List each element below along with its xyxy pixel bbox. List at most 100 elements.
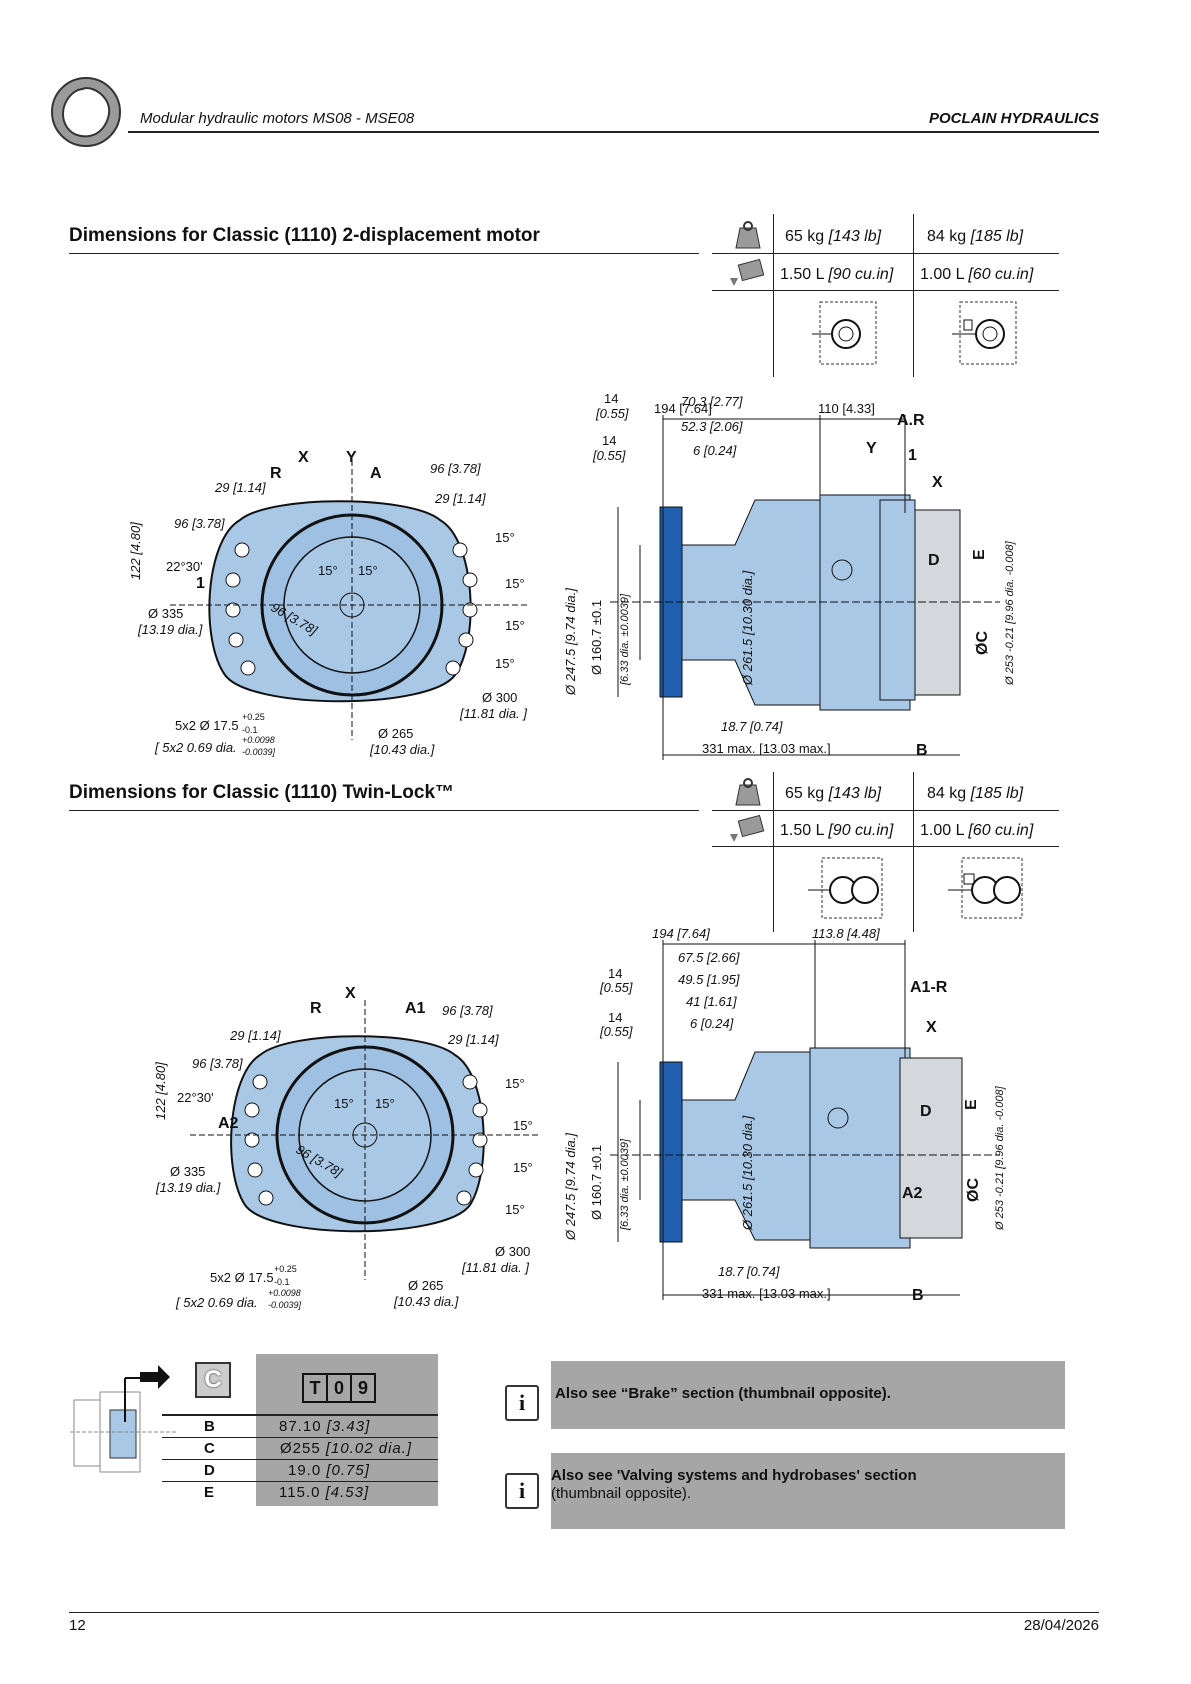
spec-table: 65 kg [143 lb] 84 kg [185 lb] 1.50 L [90… [712, 214, 1059, 377]
dim-15a: 15° [334, 1096, 354, 1111]
dim-15d: 15° [513, 1118, 533, 1133]
code-digit: 9 [352, 1373, 376, 1403]
page-number: 12 [69, 1617, 86, 1634]
dim-14b: 14 [602, 433, 616, 448]
port-a1: A1 [405, 1000, 426, 1017]
weight-icon [730, 777, 766, 812]
dim-15e: 15° [513, 1160, 533, 1175]
brand-logo [50, 76, 122, 148]
dim-e: E [963, 1099, 980, 1110]
bolt-tol-plus: +0.25 [274, 1264, 297, 1274]
dim-335i: [13.19 dia.] [155, 1180, 221, 1195]
section-title: Dimensions for Classic (1110) 2-displace… [69, 225, 540, 246]
dim-bolt-i: [ 5x2 0.69 dia. [175, 1295, 258, 1310]
dim-96top: 96 [3.78] [430, 461, 481, 476]
dim-160: Ø 160.7 ±0.1 [589, 1145, 604, 1220]
port-x: X [345, 985, 356, 1002]
code-digit: T [302, 1373, 328, 1403]
dim-b: B [916, 742, 928, 759]
dim-160i: [6.33 dia. ±0.0039] [619, 593, 631, 686]
dim-angle: 22°30' [177, 1090, 214, 1105]
hydraulic-symbol-1 [812, 298, 882, 375]
dim-67: 67.5 [2.66] [678, 950, 740, 965]
dim-331: 331 max. [13.03 max.] [702, 1286, 831, 1301]
weight-1: 65 kg [143 lb] [785, 785, 882, 802]
table-row-key: E [204, 1484, 215, 1501]
dim-6: 6 [0.24] [693, 443, 737, 458]
info-icon[interactable]: i [505, 1385, 539, 1421]
oil-volume-icon [726, 814, 766, 849]
table-row-value: 19.0 [0.75] [288, 1462, 370, 1479]
dim-335: Ø 335 [170, 1164, 205, 1179]
bolt-tol-minus: -0.1 [274, 1277, 290, 1287]
dim-331: 331 max. [13.03 max.] [702, 741, 831, 756]
dim-110: 110 [4.33] [818, 401, 875, 416]
dim-265i: [10.43 dia.] [393, 1294, 459, 1309]
dim-187: 18.7 [0.74] [721, 719, 783, 734]
arrow-icon [140, 1362, 170, 1397]
dim-300: Ø 300 [482, 690, 517, 705]
footer-date: 28/04/2026 [1023, 1617, 1099, 1634]
info-note-brake: Also see “Brake” section (thumbnail oppo… [551, 1361, 1065, 1429]
doc-title: Modular hydraulic motors MS08 - MSE08 [140, 110, 415, 127]
dim-29b: 29 [1.14] [434, 491, 486, 506]
volume-1: 1.50 L [90 cu.in] [780, 266, 894, 283]
dim-70: 70.3 [2.77] [681, 394, 743, 409]
brand-name: POCLAIN HYDRAULICS [928, 110, 1099, 127]
info-note-extra: (thumbnail opposite). [551, 1485, 692, 1502]
dim-14bi: [0.55] [592, 448, 626, 463]
code-letter-box: C [195, 1362, 231, 1398]
port-1-side: 1 [908, 447, 917, 464]
port-r: R [310, 1000, 322, 1017]
bolt-i-minus: -0.0039] [268, 1300, 302, 1310]
side-view-2disp: 194 [7.64] 110 [4.33] 14 [0.55] 70.3 [2.… [563, 391, 1016, 760]
dim-113: 113.8 [4.48] [812, 926, 880, 941]
weight-2: 84 kg [185 lb] [927, 228, 1024, 245]
table-row-key: C [204, 1440, 215, 1457]
twinlock-symbol-2 [948, 854, 1028, 931]
dim-261: Ø 261.5 [10.30 dia.] [740, 570, 755, 686]
table-row-key: D [204, 1462, 215, 1479]
dim-e: E [971, 549, 988, 560]
dim-247: Ø 247.5 [9.74 dia.] [563, 1133, 578, 1241]
info-note-text: Also see “Brake” section (thumbnail oppo… [555, 1385, 891, 1402]
dim-253: Ø 253 -0.21 [9.96 dia. -0.008] [1004, 540, 1016, 686]
port-a: A [370, 465, 382, 482]
dim-247: Ø 247.5 [9.74 dia.] [563, 588, 578, 696]
dim-29b: 29 [1.14] [447, 1032, 499, 1047]
dim-15c: 15° [505, 1076, 525, 1091]
dim-300i: [11.81 dia. ] [459, 706, 527, 721]
bolt-i-minus: -0.0039] [242, 747, 276, 757]
volume-2: 1.00 L [60 cu.in] [920, 266, 1034, 283]
dim-122: 122 [4.80] [128, 522, 143, 580]
dim-253: Ø 253 -0.21 [9.96 dia. -0.008] [994, 1085, 1006, 1231]
info-icon[interactable]: i [505, 1473, 539, 1509]
port-a2: A2 [218, 1115, 239, 1132]
dim-187: 18.7 [0.74] [718, 1264, 780, 1279]
dim-15c: 15° [495, 530, 515, 545]
bolt-i-plus: +0.0098 [268, 1288, 301, 1298]
bolt-tol-minus: -0.1 [242, 725, 258, 735]
header-rule [128, 131, 1099, 133]
footer-rule [69, 1612, 1099, 1613]
table-row-key: B [204, 1418, 215, 1435]
dim-122: 122 [4.80] [153, 1062, 168, 1120]
dim-300: Ø 300 [495, 1244, 530, 1259]
dim-bolt: 5x2 Ø 17.5 [175, 718, 239, 733]
table-row-value: 87.10 [3.43] [279, 1418, 371, 1435]
dim-15b: 15° [375, 1096, 395, 1111]
port-y: Y [346, 449, 357, 466]
code-letter: C [204, 1366, 222, 1393]
dim-96side: 96 [3.78] [192, 1056, 243, 1071]
bolt-i-plus: +0.0098 [242, 735, 275, 745]
dim-14bi: [0.55] [599, 1024, 633, 1039]
side-view-twinlock: 194 [7.64] 113.8 [4.48] 67.5 [2.66] 14 [… [563, 926, 1006, 1304]
dim-52: 52.3 [2.06] [681, 419, 743, 434]
dim-261: Ø 261.5 [10.30 dia.] [740, 1115, 755, 1231]
dim-bolt: 5x2 Ø 17.5 [210, 1270, 274, 1285]
hydraulic-symbol-2 [952, 298, 1022, 375]
thumbnail-motor [70, 1362, 180, 1507]
port-1: 1 [196, 575, 205, 592]
dim-15f: 15° [495, 656, 515, 671]
dim-335i: [13.19 dia.] [137, 622, 203, 637]
